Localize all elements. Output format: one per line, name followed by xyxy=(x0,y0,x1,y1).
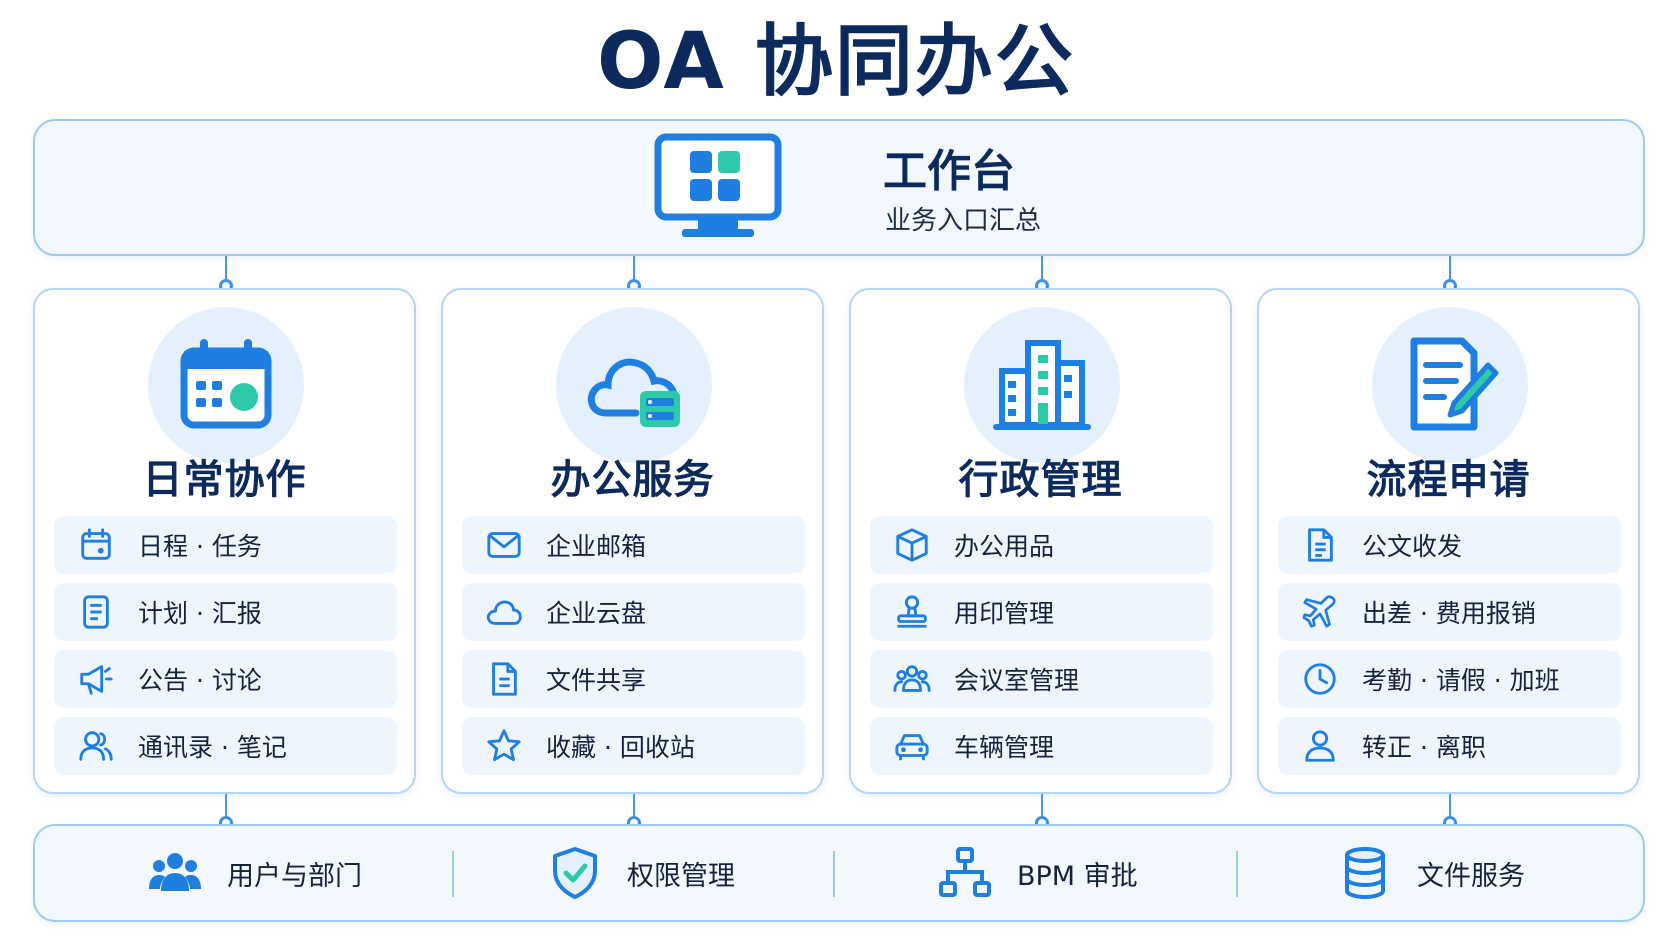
list-item[interactable]: 企业邮箱 xyxy=(462,516,805,574)
list-item-label: 转正 · 离职 xyxy=(1362,733,1486,762)
divider xyxy=(1236,851,1238,897)
page-title: OA 协同办公 xyxy=(597,17,1075,107)
list-item[interactable]: 会议室管理 xyxy=(870,650,1213,708)
list-item[interactable]: 公告 · 讨论 xyxy=(54,650,397,708)
airplane-icon xyxy=(1298,590,1342,634)
megaphone-icon xyxy=(74,657,118,701)
module-title: 流程申请 xyxy=(1366,457,1531,503)
list-item[interactable]: 通讯录 · 笔记 xyxy=(54,717,397,775)
module-card-administration[interactable]: 行政管理 办公用品 用印管理 会议室管理 车辆管理 xyxy=(849,288,1232,794)
list-item-label: 文件共享 xyxy=(546,666,647,695)
list-item[interactable]: 文件共享 xyxy=(462,650,805,708)
workbench-subtitle: 业务入口汇总 xyxy=(885,206,1042,236)
box-icon xyxy=(890,523,934,567)
module-card-office-services[interactable]: 办公服务 企业邮箱 企业云盘 文件共享 收藏 · 回收站 xyxy=(441,288,824,794)
person-icon xyxy=(1298,724,1342,768)
star-icon xyxy=(482,724,526,768)
list-item-label: 车辆管理 xyxy=(954,733,1055,762)
connector-line xyxy=(633,256,635,284)
shield-check-icon xyxy=(545,843,605,903)
connector-line xyxy=(633,794,635,822)
contacts-icon xyxy=(74,724,118,768)
foundation-item-users[interactable]: 用户与部门 xyxy=(145,826,362,920)
module-card-daily-collaboration[interactable]: 日常协作 日程 · 任务 计划 · 汇报 公告 · 讨论 通讯录 · 笔记 xyxy=(33,288,416,794)
desktop-grid-icon xyxy=(654,133,782,237)
file-icon xyxy=(482,657,526,701)
list-item[interactable]: 出差 · 费用报销 xyxy=(1278,583,1621,641)
hierarchy-icon xyxy=(935,843,995,903)
list-item-label: 公文收发 xyxy=(1362,532,1463,561)
list-item-label: 会议室管理 xyxy=(954,666,1080,695)
card-icon-badge xyxy=(148,307,304,463)
connector-line xyxy=(225,256,227,284)
cloud-server-icon xyxy=(587,358,680,427)
list-item-label: 企业云盘 xyxy=(546,599,647,628)
module-title: 行政管理 xyxy=(958,457,1123,503)
car-icon xyxy=(890,724,934,768)
divider xyxy=(452,851,454,897)
foundation-item-permissions[interactable]: 权限管理 xyxy=(545,826,735,920)
mail-icon xyxy=(482,523,526,567)
list-item-label: 日程 · 任务 xyxy=(138,532,262,561)
connector-line xyxy=(1449,256,1451,284)
card-icon-badge xyxy=(1372,307,1528,463)
card-icon-badge xyxy=(964,307,1120,463)
calendar-icon xyxy=(180,339,272,429)
list-item-label: 用印管理 xyxy=(954,599,1055,628)
building-icon xyxy=(993,340,1091,430)
calendar-small-icon xyxy=(74,523,118,567)
list-item-label: 收藏 · 回收站 xyxy=(546,733,695,762)
connector-line xyxy=(1449,794,1451,822)
list-item[interactable]: 用印管理 xyxy=(870,583,1213,641)
list-item[interactable]: 车辆管理 xyxy=(870,717,1213,775)
document-icon xyxy=(1298,523,1342,567)
module-title: 日常协作 xyxy=(142,457,307,503)
clock-icon xyxy=(1298,657,1342,701)
divider xyxy=(833,851,835,897)
list-item[interactable]: 收藏 · 回收站 xyxy=(462,717,805,775)
list-item-label: 公告 · 讨论 xyxy=(138,666,262,695)
form-edit-icon xyxy=(1410,337,1499,431)
list-item-label: 出差 · 费用报销 xyxy=(1362,599,1536,628)
list-item-label: 考勤 · 请假 · 加班 xyxy=(1362,666,1560,695)
users-icon xyxy=(145,843,205,903)
list-item[interactable]: 计划 · 汇报 xyxy=(54,583,397,641)
list-item[interactable]: 企业云盘 xyxy=(462,583,805,641)
workbench-panel[interactable]: 工作台 业务入口汇总 xyxy=(33,119,1645,256)
document-list-icon xyxy=(74,590,118,634)
list-item[interactable]: 办公用品 xyxy=(870,516,1213,574)
connector-line xyxy=(225,794,227,822)
module-card-process-requests[interactable]: 流程申请 公文收发 出差 · 费用报销 考勤 · 请假 · 加班 转正 · 离职 xyxy=(1257,288,1640,794)
list-item[interactable]: 日程 · 任务 xyxy=(54,516,397,574)
foundation-panel: 用户与部门 权限管理 BPM 审批 文件服务 xyxy=(33,824,1645,922)
group-icon xyxy=(890,657,934,701)
list-item[interactable]: 公文收发 xyxy=(1278,516,1621,574)
foundation-label: 用户与部门 xyxy=(227,860,362,892)
list-item-label: 办公用品 xyxy=(954,532,1055,561)
foundation-label: 权限管理 xyxy=(627,860,735,892)
list-item-label: 企业邮箱 xyxy=(546,532,647,561)
stamp-icon xyxy=(890,590,934,634)
cloud-icon xyxy=(482,590,526,634)
foundation-item-file-service[interactable]: 文件服务 xyxy=(1335,826,1525,920)
connector-line xyxy=(1041,794,1043,822)
foundation-item-bpm[interactable]: BPM 审批 xyxy=(935,826,1138,920)
list-item-label: 计划 · 汇报 xyxy=(138,599,262,628)
foundation-label: BPM 审批 xyxy=(1017,860,1138,892)
database-icon xyxy=(1335,843,1395,903)
connector-line xyxy=(1041,256,1043,284)
list-item[interactable]: 转正 · 离职 xyxy=(1278,717,1621,775)
workbench-title: 工作台 xyxy=(883,146,1015,197)
module-title: 办公服务 xyxy=(550,457,715,503)
list-item-label: 通讯录 · 笔记 xyxy=(138,733,287,762)
list-item[interactable]: 考勤 · 请假 · 加班 xyxy=(1278,650,1621,708)
card-icon-badge xyxy=(556,307,712,463)
foundation-label: 文件服务 xyxy=(1417,860,1525,892)
